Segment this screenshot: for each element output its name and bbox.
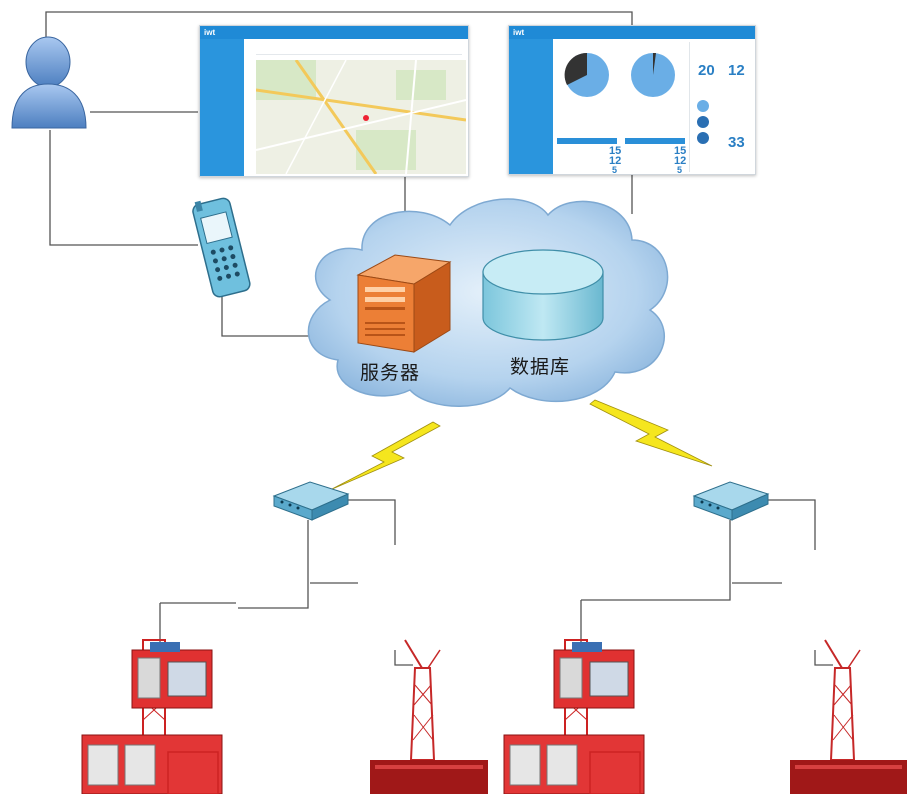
dashboard-sidebar [200,39,244,176]
stat-e: 12 [609,155,622,167]
app-logo: iwt [204,28,216,37]
dashboard-charts [557,42,709,172]
database-icon [482,249,604,341]
dashboard-header: iwt [509,26,755,39]
map-toolbar [256,42,462,55]
link-crane-2-vertical [394,650,413,666]
stat-h: 12 [674,155,687,167]
dashboard-header: iwt [200,26,468,39]
connection-lines [45,11,833,666]
stats-dashboard-screenshot: iwt 20 12 33 15 12 5 15 12 5 [508,25,756,175]
construction-hoist-icon [503,639,645,794]
router-icon [692,481,770,521]
lightning-icon [329,399,713,491]
link-crane-4-vertical [814,650,833,666]
stat-f: 5 [612,165,618,175]
tower-crane-icon [790,639,907,794]
app-logo: iwt [513,28,525,37]
stat-a: 20 [698,62,715,79]
link-router-right-to-crane-4 [760,499,816,550]
router-icon [272,481,350,521]
stat-i: 5 [677,165,683,175]
stat-d: 15 [609,145,622,157]
map-view [256,60,466,174]
server-icon [356,254,452,353]
user-icon [11,36,87,129]
server-label: 服务器 [360,362,421,384]
map-dashboard-screenshot: iwt [199,25,469,177]
stat-c: 33 [728,134,745,151]
link-router-left-to-crane-2 [340,499,396,545]
stat-g: 15 [674,145,687,157]
dashboard-sidebar [509,39,553,174]
stat-b: 12 [728,62,745,79]
link-router-left-to-hoist-1 [238,520,309,609]
construction-hoist-icon [81,639,223,794]
link-user-to-right-dashboard [45,11,633,42]
link-user-to-phone [49,130,198,246]
link-phone-to-cloud [221,296,320,337]
link-router-right-to-hoist-3 [655,520,731,601]
mobile-phone-icon [192,197,251,298]
tower-crane-icon [370,639,488,794]
database-label: 数据库 [510,356,571,378]
